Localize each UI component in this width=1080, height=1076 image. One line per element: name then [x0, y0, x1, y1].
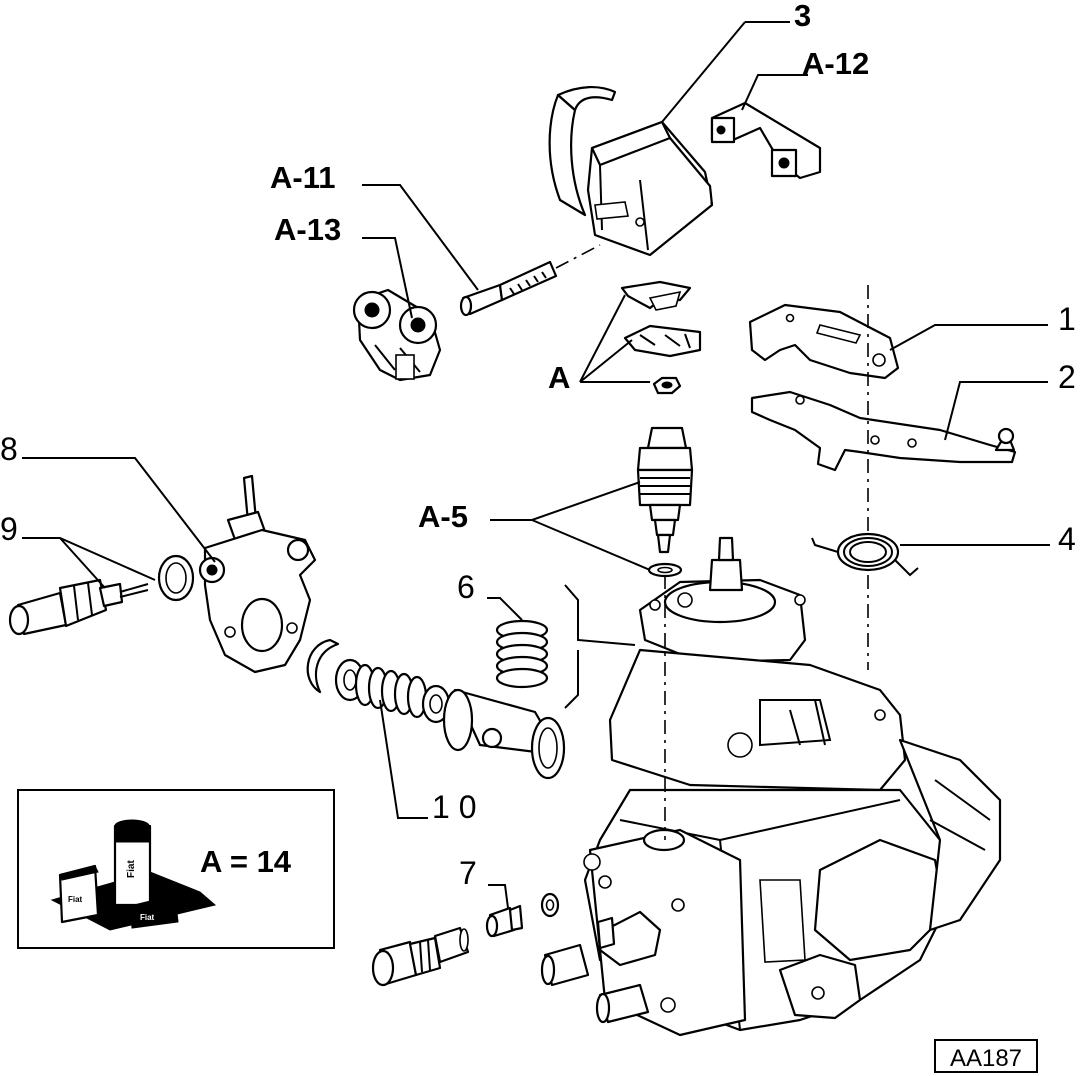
callout-a11: A-11	[270, 160, 335, 195]
sealant-product-icon: Fiat Fiat Fiat	[50, 819, 217, 931]
bracket-line-6	[564, 584, 636, 646]
part-2-control-lever	[750, 390, 1017, 472]
box-brand-label: Fiat	[68, 895, 83, 904]
callout-2: 2	[1058, 359, 1076, 395]
callout-3: 3	[794, 0, 811, 33]
callout-6: 6	[457, 569, 475, 605]
part-10-advance-piston-assembly	[306, 638, 566, 780]
reference-code-box: AA187	[934, 1039, 1038, 1073]
legend-box: Fiat Fiat Fiat A = 14	[17, 789, 335, 949]
part-4-torsion-spring	[811, 532, 919, 577]
leader-lines	[22, 21, 1050, 909]
callout-a: A	[548, 360, 570, 395]
hollow-screw-fitting	[371, 926, 470, 987]
callout-1: 1	[1058, 301, 1076, 337]
callout-a12: A-12	[802, 46, 869, 81]
part-3-actuator-housing	[548, 86, 714, 257]
part-a12-clamp-bracket	[710, 101, 822, 180]
part-a11-stud-bolt	[459, 260, 558, 317]
legend-text: A = 14	[200, 844, 292, 879]
callout-9: 9	[0, 511, 18, 547]
part-8-cold-start-housing	[198, 474, 317, 674]
callout-4: 4	[1058, 521, 1076, 557]
callout-8: 8	[0, 431, 18, 467]
tube-brand-label: Fiat	[126, 860, 137, 878]
part-6-coil-spring	[495, 619, 549, 689]
injection-pump-body	[540, 536, 1002, 1037]
reference-code: AA187	[950, 1045, 1022, 1072]
part-a5-solenoid-valve	[636, 426, 694, 578]
callout-a13: A-13	[274, 212, 341, 247]
callout-10: 1 0	[432, 789, 476, 825]
part-9-temperature-sensor	[8, 554, 195, 636]
part-1-cover-plate	[748, 303, 900, 380]
part-7-banjo-screw	[485, 892, 560, 938]
part-a-contact-plates	[620, 280, 702, 395]
part-a13-connector-block	[352, 288, 442, 382]
pack-brand-label: Fiat	[140, 913, 155, 922]
part-10-coil-spring	[354, 663, 428, 719]
callout-7: 7	[459, 855, 477, 891]
callout-a5: A-5	[418, 499, 468, 534]
